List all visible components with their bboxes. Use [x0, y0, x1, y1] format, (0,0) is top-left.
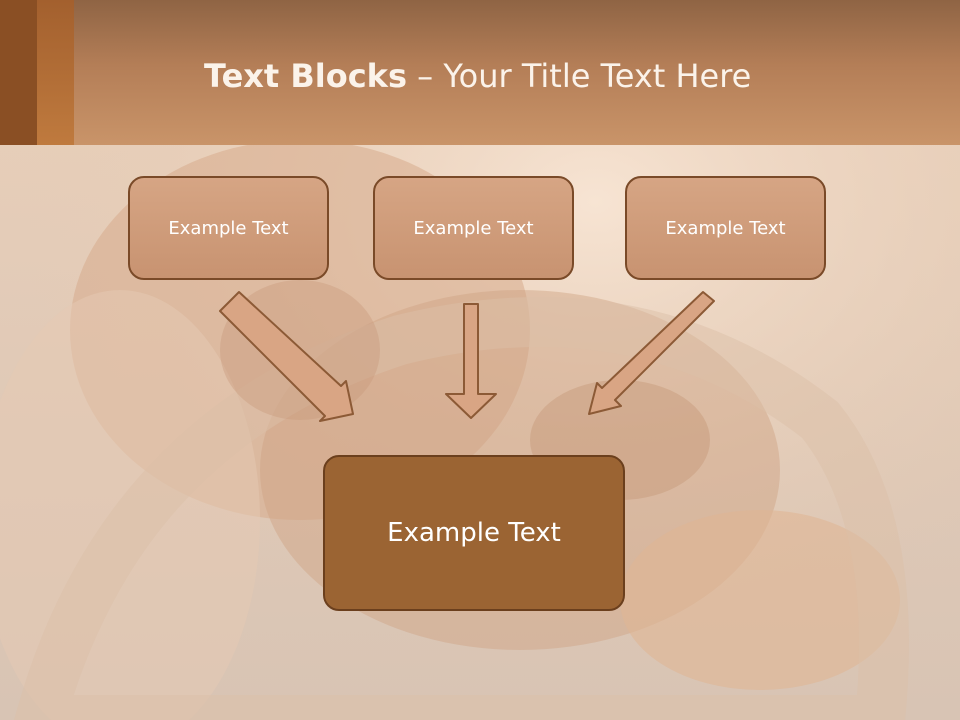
arrow-center[interactable] — [445, 303, 497, 419]
text-block-3[interactable]: Example Text — [625, 176, 826, 280]
text-block-2[interactable]: Example Text — [373, 176, 574, 280]
arrow-right[interactable] — [588, 291, 715, 415]
header-band: Text Blocks – Your Title Text Here — [0, 0, 960, 145]
text-block-1-label: Example Text — [168, 217, 289, 239]
result-block[interactable]: Example Text — [323, 455, 625, 611]
header-accent-bar — [37, 0, 74, 145]
arrow-left[interactable] — [219, 291, 354, 422]
header-accent-bar-dark — [0, 0, 37, 145]
text-block-3-label: Example Text — [665, 217, 786, 239]
text-block-1[interactable]: Example Text — [128, 176, 329, 280]
slide-title[interactable]: Text Blocks – Your Title Text Here — [204, 52, 751, 100]
result-block-label: Example Text — [387, 518, 561, 548]
title-rest: – Your Title Text Here — [407, 57, 752, 95]
title-bold: Text Blocks — [204, 57, 407, 95]
text-block-2-label: Example Text — [413, 217, 534, 239]
